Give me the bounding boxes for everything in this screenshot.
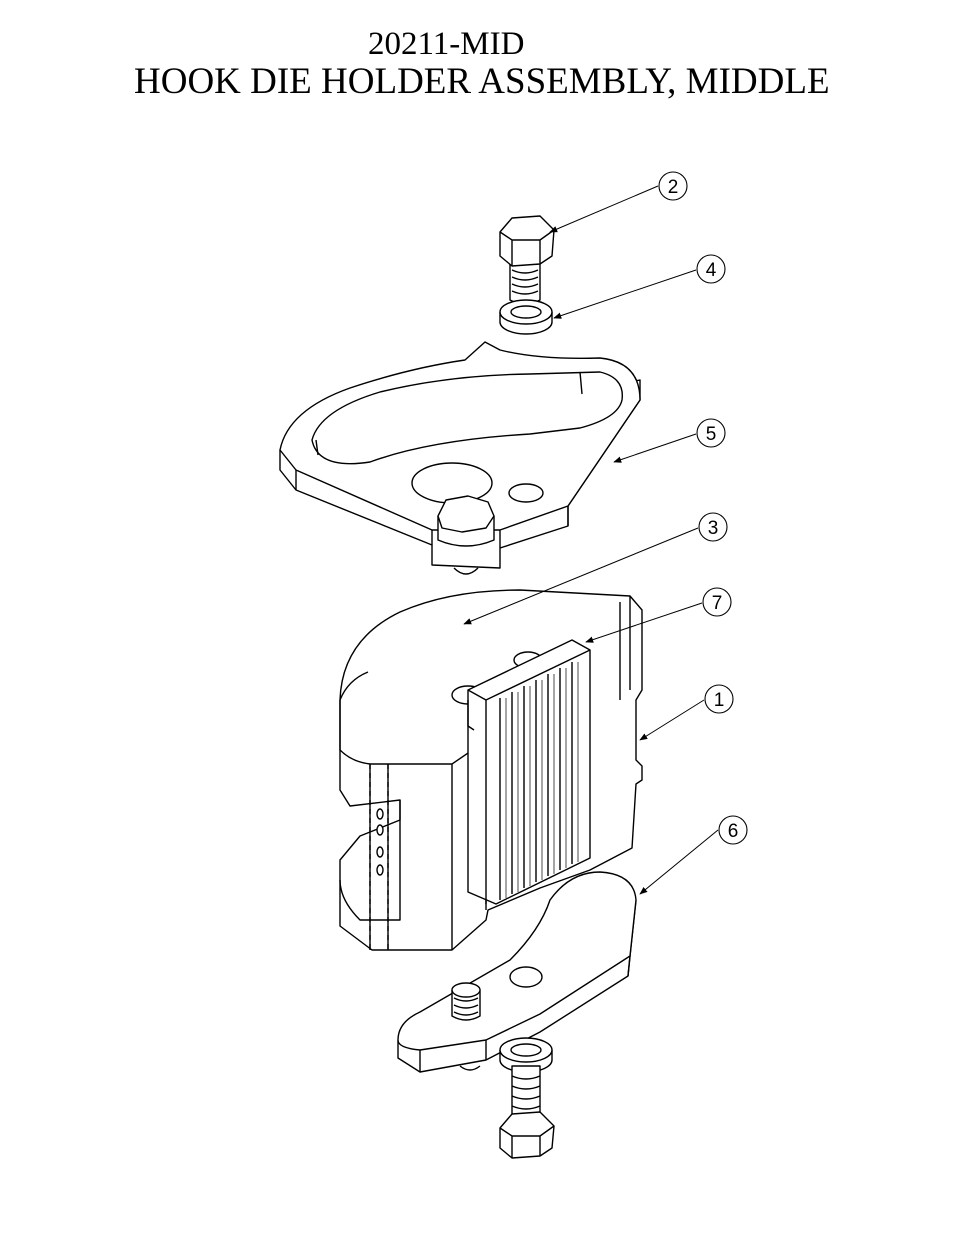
balloon-2-label: 2 [668,177,679,198]
balloon-2: 2 [659,172,687,200]
balloon-4-label: 4 [706,260,717,281]
balloon-3: 3 [699,513,727,541]
leader-2 [550,186,658,232]
balloon-7-label: 7 [712,593,723,614]
balloon-3-label: 3 [708,518,719,539]
hex-bolt-top [500,216,554,304]
balloon-5: 5 [697,419,725,447]
leader-5 [614,434,696,462]
balloon-4: 4 [697,255,725,283]
top-plate [280,342,640,574]
balloon-6: 6 [719,816,747,844]
balloon-7: 7 [703,588,731,616]
balloon-1-label: 1 [714,690,725,711]
hex-bolt-bottom [460,1066,554,1158]
balloon-1: 1 [705,685,733,713]
balloon-5-label: 5 [706,424,717,445]
balloon-6-label: 6 [728,821,739,842]
leader-4 [554,270,696,318]
washer-top [500,300,552,334]
leader-6 [640,830,718,894]
leader-1 [640,700,704,740]
